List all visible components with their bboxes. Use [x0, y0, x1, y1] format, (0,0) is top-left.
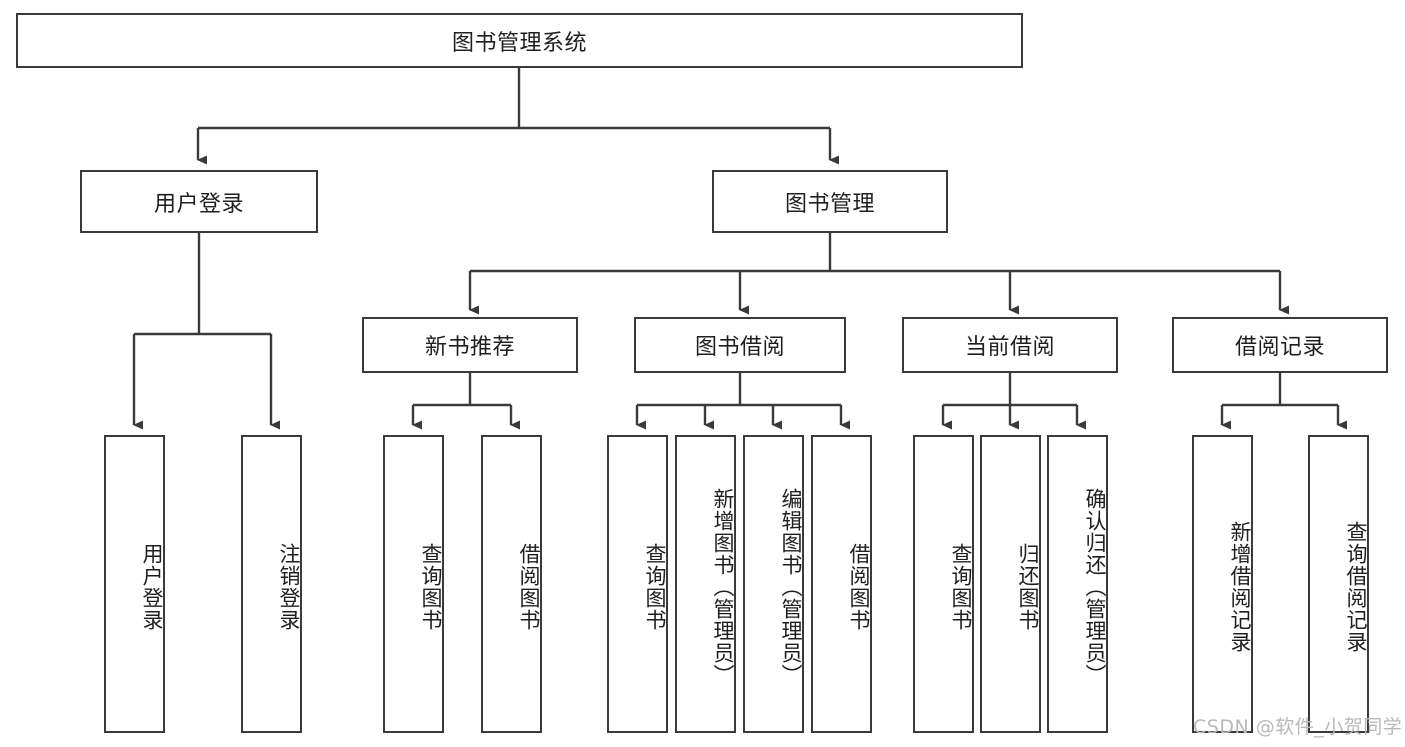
- node-label: 查询图书: [949, 543, 973, 631]
- node-user-login[interactable]: 用户登录: [80, 170, 318, 233]
- leaf-borrow-edit-book-admin[interactable]: 编辑图书（管理员）: [743, 435, 804, 733]
- node-label: 归还图书: [1016, 543, 1040, 631]
- csdn-watermark: CSDN @软件_小贺同学: [1193, 716, 1403, 738]
- node-new-book-recommend[interactable]: 新书推荐: [362, 317, 578, 373]
- leaf-current-confirm-return-admin[interactable]: 确认归还（管理员）: [1047, 435, 1108, 733]
- node-label: 图书管理: [784, 191, 875, 217]
- node-label: 用户登录: [153, 191, 244, 217]
- leaf-record-add-record[interactable]: 新增借阅记录: [1192, 435, 1253, 733]
- node-label: 查询图书: [419, 543, 443, 631]
- leaf-user-login-logout[interactable]: 注销登录: [241, 435, 302, 733]
- node-label: 图书管理系统: [451, 30, 587, 56]
- node-label: 新增图书（管理员）: [711, 488, 735, 686]
- leaf-current-query-book[interactable]: 查询图书: [913, 435, 974, 733]
- node-label: 图书借阅: [694, 335, 785, 360]
- leaf-recommend-query-book[interactable]: 查询图书: [383, 435, 444, 733]
- leaf-borrow-borrow-book[interactable]: 借阅图书: [811, 435, 872, 733]
- node-current-borrow[interactable]: 当前借阅: [902, 317, 1118, 373]
- node-label: 确认归还（管理员）: [1083, 488, 1107, 686]
- node-label: 新书推荐: [424, 335, 515, 360]
- node-label: 新增借阅记录: [1228, 521, 1252, 653]
- leaf-current-return-book[interactable]: 归还图书: [980, 435, 1041, 733]
- leaf-user-login-login[interactable]: 用户登录: [104, 435, 165, 733]
- leaf-recommend-borrow-book[interactable]: 借阅图书: [481, 435, 542, 733]
- node-label: 编辑图书（管理员）: [779, 488, 803, 686]
- node-borrow-record[interactable]: 借阅记录: [1172, 317, 1388, 373]
- node-book-management[interactable]: 图书管理: [712, 170, 948, 233]
- node-label: 注销登录: [277, 543, 301, 631]
- node-label: 查询图书: [643, 543, 667, 631]
- node-label: 用户登录: [140, 543, 164, 631]
- node-label: 当前借阅: [964, 335, 1055, 360]
- node-book-borrow[interactable]: 图书借阅: [634, 317, 846, 373]
- leaf-borrow-add-book-admin[interactable]: 新增图书（管理员）: [675, 435, 736, 733]
- node-root-system[interactable]: 图书管理系统: [16, 13, 1023, 68]
- node-label: 借阅图书: [847, 543, 871, 631]
- node-label: 查询借阅记录: [1344, 521, 1368, 653]
- node-label: 借阅记录: [1234, 335, 1325, 360]
- node-label: 借阅图书: [517, 543, 541, 631]
- leaf-record-query-record[interactable]: 查询借阅记录: [1308, 435, 1369, 733]
- leaf-borrow-query-book[interactable]: 查询图书: [607, 435, 668, 733]
